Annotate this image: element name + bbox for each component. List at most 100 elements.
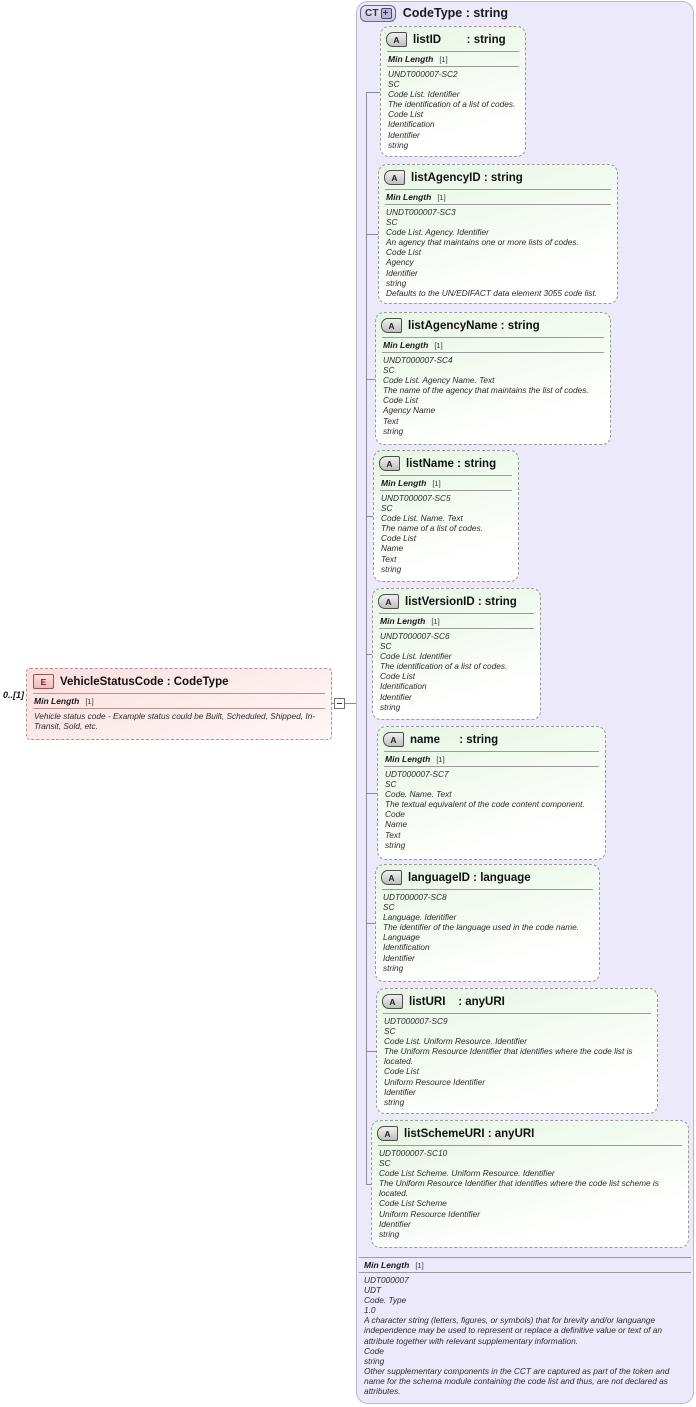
attribute-doc-line: string <box>383 962 404 973</box>
attribute-doc-line: string <box>383 425 404 436</box>
attribute-doc-line: The Uniform Resource Identifier that ide… <box>379 1178 659 1199</box>
attribute-facet-value: [1] <box>439 55 448 64</box>
attribute-badge: A <box>378 594 399 609</box>
attribute-doc-line: The identification of a list of codes. <box>380 661 508 672</box>
attribute-doc-line: Code List <box>381 533 417 544</box>
plus-icon[interactable] <box>380 7 392 19</box>
element-facet-row: Min Length[1] <box>27 694 331 708</box>
collapse-toggle-icon[interactable] <box>334 698 345 709</box>
attribute-facet-value: [1] <box>436 755 445 764</box>
footer-line: UDT000007 <box>364 1275 409 1285</box>
attribute-facet-row: Min Length[1] <box>374 476 518 490</box>
complex-type-title: CodeType : string <box>402 6 509 20</box>
attribute-badge: A <box>381 318 402 333</box>
attribute-facet-label: Min Length <box>380 616 426 626</box>
attribute-doc-line: Code List <box>380 671 416 682</box>
attribute-badge: A <box>379 456 400 471</box>
attribute-doc-line: SC <box>383 902 395 913</box>
attribute-doc-line: Code List <box>386 247 422 258</box>
footer-line: UDT <box>364 1285 382 1296</box>
attribute-doc-line: Code List <box>384 1066 420 1077</box>
attribute-doc-line: The name of the agency that maintains th… <box>383 385 589 396</box>
attribute-doc-line: string <box>384 1096 405 1107</box>
element-box-vehiclestatuscode[interactable]: E VehicleStatusCode : CodeType Min Lengt… <box>26 668 332 740</box>
attribute-doc-line: Identifier <box>384 1086 416 1097</box>
attribute-divider <box>383 1013 651 1014</box>
attribute-doc-line: Code List. Uniform Resource. Identifier <box>384 1036 527 1047</box>
footer-line: Other supplementary components in the CC… <box>364 1365 670 1397</box>
element-name: VehicleStatusCode : CodeType <box>60 675 229 688</box>
attribute-facet-row: Min Length[1] <box>373 614 540 628</box>
attribute-divider <box>382 337 604 338</box>
attribute-doc-line: Text <box>383 415 399 426</box>
attribute-doc-line: Text <box>385 829 401 840</box>
attribute-facet-label: Min Length <box>388 54 434 64</box>
attribute-doc-line: string <box>380 701 401 712</box>
attribute-doc-line: Code List. Agency Name. Text <box>383 375 495 386</box>
attribute-doc-line: string <box>385 839 406 850</box>
connector-stub <box>366 92 380 93</box>
attribute-divider <box>387 51 519 52</box>
element-divider-bottom <box>33 708 325 709</box>
attribute-facet-row: Min Length[1] <box>376 338 610 352</box>
element-header: E VehicleStatusCode : CodeType <box>27 669 331 693</box>
attribute-doc-line: Code List. Name. Text <box>381 513 463 524</box>
footer-line: Code. Type <box>364 1295 407 1306</box>
attribute-divider <box>387 66 519 67</box>
attribute-doc-line: Code List <box>383 395 419 406</box>
element-documentation-text: Vehicle status code - Example status cou… <box>34 711 316 732</box>
attribute-doc-line: Name <box>381 543 404 554</box>
attribute-doc-line: SC <box>381 503 393 514</box>
attribute-badge: A <box>381 870 402 885</box>
footer-facet-row: Min Length[1] <box>357 1258 693 1272</box>
attribute-doc-line: UDT000007-SC7 <box>385 769 449 779</box>
attribute-divider <box>385 204 611 205</box>
complex-type-header[interactable]: CT CodeType : string <box>360 4 508 22</box>
attribute-doc-line: string <box>381 563 402 574</box>
attribute-doc-line: Language. Identifier <box>383 912 457 923</box>
attribute-facet-value: [1] <box>432 479 441 488</box>
attribute-doc-line: Defaults to the UN/EDIFACT data element … <box>386 287 598 298</box>
attribute-facet-row: Min Length[1] <box>379 190 617 204</box>
complex-type-badge-label: CT <box>365 7 379 19</box>
footer-line: string <box>364 1355 385 1366</box>
attribute-name: listID : string <box>413 33 506 46</box>
footer-facet-label: Min Length <box>364 1260 410 1270</box>
footer-divider-bottom <box>359 1272 691 1273</box>
attribute-doc-line: UNDT000007-SC4 <box>383 355 453 365</box>
attribute-doc-line: string <box>379 1228 400 1239</box>
attribute-facet-row: Min Length[1] <box>378 752 605 766</box>
element-facet-value: [1] <box>85 697 94 706</box>
attribute-doc-line: The identifier of the language used in t… <box>383 922 580 933</box>
attribute-doc-line: Uniform Resource Identifier <box>384 1076 485 1087</box>
attribute-doc-line: The textual equivalent of the code conte… <box>385 799 585 810</box>
attribute-divider <box>378 1145 682 1146</box>
attribute-doc-line: Code List. Identifier <box>388 89 460 100</box>
attribute-doc-line: UNDT000007-SC6 <box>380 631 450 641</box>
attribute-facet-label: Min Length <box>383 340 429 350</box>
attribute-facet-row: Min Length [1] <box>381 52 525 66</box>
attribute-divider <box>382 352 604 353</box>
connector-stub <box>366 923 375 924</box>
attribute-doc-line: SC <box>384 1026 396 1037</box>
attribute-divider <box>379 628 534 629</box>
